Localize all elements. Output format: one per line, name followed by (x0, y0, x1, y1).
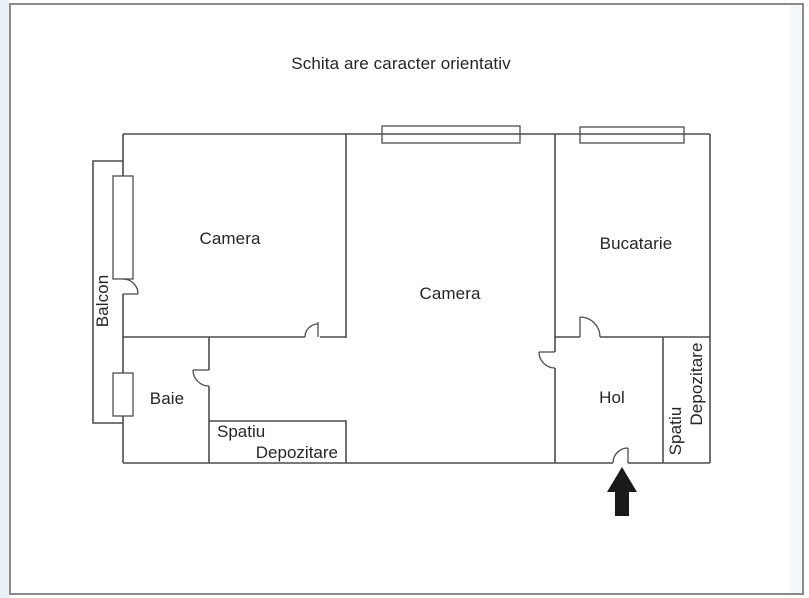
room-label-balcon: Balcon (93, 274, 112, 328)
window (112, 175, 134, 280)
room-label-camera-middle: Camera (419, 284, 481, 303)
plan-title: Schita are caracter orientativ (291, 54, 511, 73)
window (112, 372, 134, 417)
door-arc (122, 278, 139, 295)
door-arc (304, 323, 319, 338)
room-label-storage-right-spatiu: Spatiu (666, 406, 685, 456)
room-label-storage-bottom: Spatiu Depozitare (212, 421, 342, 463)
window (579, 126, 685, 144)
scan-tint-right (790, 4, 802, 594)
door-arc (538, 351, 556, 369)
door-arc (612, 447, 629, 464)
storage-bottom-line1: Spatiu (217, 422, 266, 441)
room-label-camera-left: Camera (199, 229, 261, 248)
room-label-storage-right-depozitare: Depozitare (687, 342, 706, 426)
room-label-bucatarie: Bucatarie (599, 234, 673, 253)
balcony-wall (92, 160, 123, 424)
room-label-hol: Hol (599, 388, 625, 407)
page-border-frame (9, 3, 804, 595)
door-arc (192, 369, 210, 387)
room-label-baie: Baie (149, 389, 185, 408)
storage-bottom-line2: Depozitare (255, 443, 338, 462)
wall (209, 420, 347, 463)
door-arc (579, 316, 601, 338)
entrance-arrow-icon (607, 467, 637, 516)
scan-tint-left (0, 0, 9, 598)
